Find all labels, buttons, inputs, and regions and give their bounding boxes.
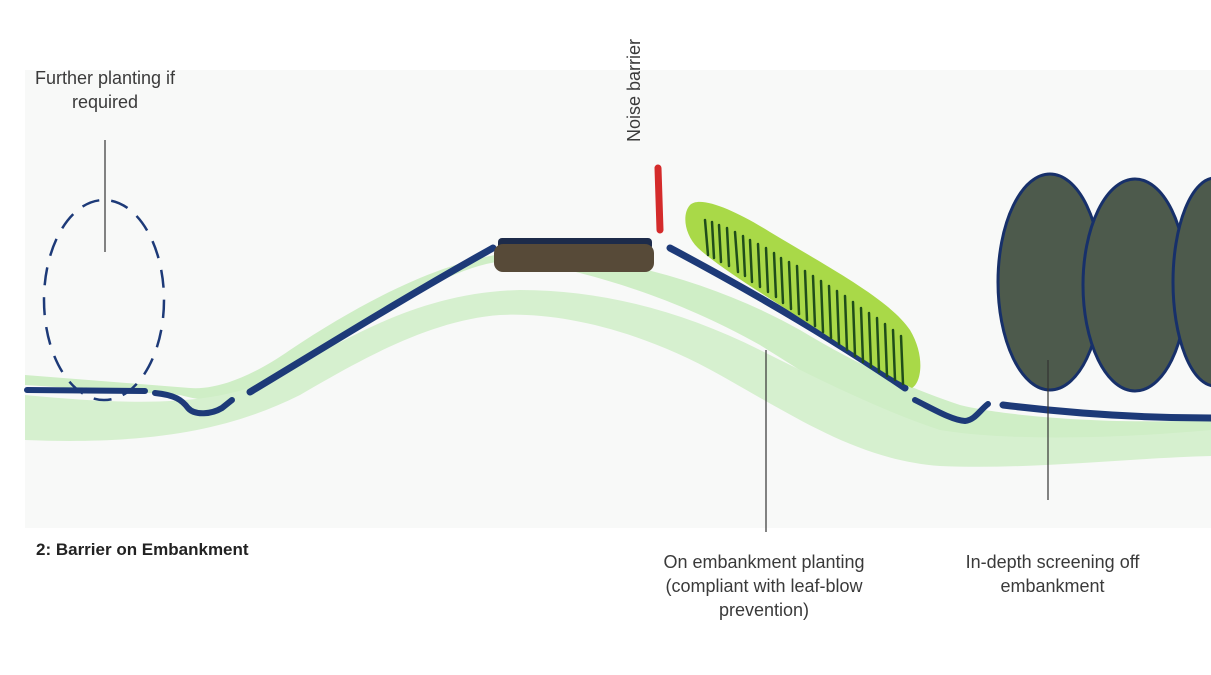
noise-barrier-label: Noise barrier bbox=[624, 38, 644, 142]
noise-barrier-post bbox=[654, 164, 664, 234]
further-planting-outline bbox=[42, 198, 166, 402]
in-depth-screening-label: In-depth screening off embankment bbox=[965, 552, 1140, 596]
embankment-slope-left bbox=[246, 244, 497, 396]
tree-2 bbox=[1081, 177, 1189, 393]
ground-line-right-1 bbox=[912, 397, 991, 425]
ground-line-left-1 bbox=[24, 387, 148, 394]
ground-line-right-2 bbox=[999, 401, 1211, 422]
ground-base bbox=[25, 290, 1211, 467]
further-planting-label: Further planting if required bbox=[34, 68, 176, 112]
shrub-blades bbox=[703, 218, 905, 386]
barrier-base bbox=[494, 244, 654, 272]
embankment-ground bbox=[25, 251, 1211, 457]
screening-trees bbox=[996, 172, 1211, 393]
embankment-slope-right bbox=[666, 244, 909, 392]
tree-3 bbox=[1171, 176, 1211, 388]
figure-caption: 2: Barrier on Embankment bbox=[36, 540, 249, 559]
on-embankment-planting-label: On embankment planting (compliant with l… bbox=[663, 552, 865, 620]
ground-line-left-2 bbox=[152, 390, 235, 417]
